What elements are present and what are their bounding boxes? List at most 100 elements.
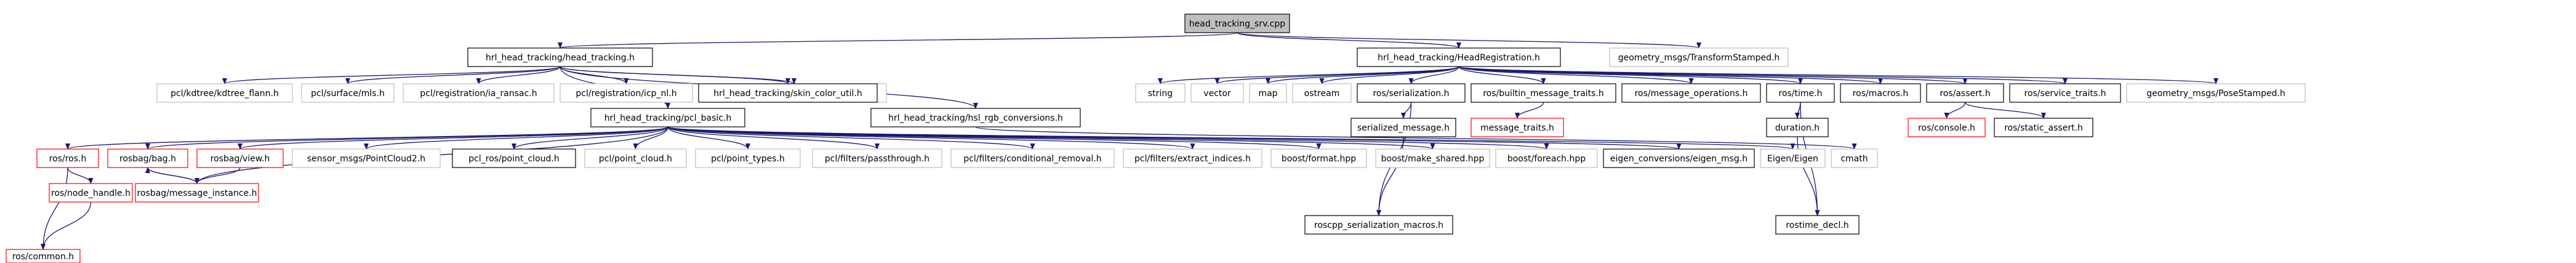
node-pcl-pc[interactable]: pcl/point_cloud.h: [584, 148, 687, 168]
node-root[interactable]: head_tracking_srv.cpp: [1184, 14, 1290, 33]
node-box: [1908, 118, 1986, 137]
node-box: [1123, 148, 1262, 168]
node-box: [49, 183, 133, 203]
node-label: pcl/kdtree/kdtree_flann.h: [171, 89, 279, 99]
node-passthrough[interactable]: pcl/filters/passthrough.h: [812, 148, 942, 168]
node-eigen-conv[interactable]: eigen_conversions/eigen_msg.h: [1603, 148, 1755, 168]
node-head-tracking[interactable]: hrl_head_tracking/head_tracking.h: [467, 47, 653, 67]
node-make-shared[interactable]: boost/make_shared.hpp: [1375, 148, 1490, 168]
edge-head-tracking-to-kdtree: [222, 66, 561, 84]
node-builtin-traits[interactable]: ros/builtin_message_traits.h: [1471, 83, 1616, 103]
node-msg-instance[interactable]: rosbag/message_instance.h: [135, 183, 259, 203]
node-eigen[interactable]: Eigen/Eigen: [1760, 148, 1826, 168]
node-box: [301, 83, 395, 103]
node-static-assert[interactable]: ros/static_assert.h: [1994, 118, 2093, 137]
node-label: rostime_decl.h: [1786, 221, 1848, 230]
edge-head-registration-to-ostream: [1319, 66, 1459, 84]
node-duration[interactable]: duration.h: [1766, 118, 1829, 137]
node-label: pcl/point_cloud.h: [599, 154, 672, 164]
node-label: hrl_head_tracking/HeadRegistration.h: [1378, 53, 1540, 63]
node-transform-stamped[interactable]: geometry_msgs/TransformStamped.h: [1609, 47, 1789, 67]
node-box: [1775, 215, 1860, 235]
node-boost-format[interactable]: boost/format.hpp: [1270, 148, 1367, 168]
node-pcl-pt[interactable]: pcl/point_types.h: [695, 148, 801, 168]
edge-head-tracking-to-ia-ransac: [476, 66, 561, 84]
node-pcl-ros-pc[interactable]: pcl_ros/point_cloud.h: [452, 148, 576, 168]
node-service-traits[interactable]: ros/service_traits.h: [2009, 83, 2121, 103]
edges-layer: [41, 32, 2218, 250]
edge-head-registration-to-vector: [1214, 66, 1459, 84]
node-ia-ransac[interactable]: pcl/registration/ia_ransac.h: [403, 83, 555, 103]
node-mls[interactable]: pcl/surface/mls.h: [301, 83, 395, 103]
node-cond-removal[interactable]: pcl/filters/conditional_removal.h: [950, 148, 1115, 168]
nodes-layer: head_tracking_srv.cpp hrl_head_tracking/h…: [6, 14, 2306, 263]
node-label: ros/static_assert.h: [2004, 123, 2083, 133]
node-node-handle[interactable]: ros/node_handle.h: [49, 183, 133, 203]
node-label: Eigen/Eigen: [1767, 154, 1818, 164]
node-cmath[interactable]: cmath: [1831, 148, 1878, 168]
edge-hsl-rgb-to-cmath: [975, 126, 1856, 150]
node-hsl-rgb[interactable]: hrl_head_tracking/hsl_rgb_conversions.h: [870, 108, 1081, 127]
node-label: string: [1148, 89, 1173, 99]
node-label: pcl/filters/passthrough.h: [825, 154, 929, 164]
node-pcl-basic[interactable]: hrl_head_tracking/pcl_basic.h: [590, 108, 745, 127]
node-ros-serialization[interactable]: ros/serialization.h: [1357, 83, 1466, 103]
node-vector[interactable]: vector: [1190, 83, 1244, 103]
node-ostream[interactable]: ostream: [1292, 83, 1352, 103]
node-serialized-message[interactable]: serialized_message.h: [1350, 118, 1456, 137]
node-rostime-decl[interactable]: rostime_decl.h: [1775, 215, 1860, 235]
node-label: rosbag/message_instance.h: [137, 188, 257, 198]
node-icp-nl[interactable]: pcl/registration/icp_nl.h: [560, 83, 693, 103]
node-ros-time[interactable]: ros/time.h: [1766, 83, 1835, 103]
node-label: boost/foreach.hpp: [1507, 154, 1586, 164]
node-box: [1270, 148, 1367, 168]
node-message-operations[interactable]: ros/message_operations.h: [1621, 83, 1761, 103]
edge-head-registration-to-ros-assert: [1458, 66, 1967, 84]
node-rosbag-bag[interactable]: rosbag/bag.h: [107, 148, 188, 168]
node-map[interactable]: map: [1249, 83, 1287, 103]
node-pose-stamped[interactable]: geometry_msgs/PoseStamped.h: [2126, 83, 2306, 103]
node-box: [1609, 47, 1789, 67]
node-label: pcl_ros/point_cloud.h: [468, 154, 559, 164]
node-skin-color[interactable]: hrl_head_tracking/skin_color_util.h: [698, 83, 878, 103]
node-ros-common[interactable]: ros/common.h: [6, 249, 81, 263]
edge-head-registration-to-service-traits: [1458, 66, 2068, 84]
edge-root-to-transform-stamped: [1237, 32, 1701, 49]
edge-ros-assert-to-ros-console: [1944, 102, 1966, 119]
node-ser-macros[interactable]: roscpp_serialization_macros.h: [1304, 215, 1453, 235]
node-message-traits[interactable]: message_traits.h: [1471, 118, 1564, 137]
edge-pcl-basic-to-make-shared: [667, 126, 1435, 150]
node-string[interactable]: string: [1135, 83, 1186, 103]
node-extract-indices[interactable]: pcl/filters/extract_indices.h: [1123, 148, 1262, 168]
node-ros-ros[interactable]: ros/ros.h: [36, 148, 99, 168]
edge-head-registration-to-builtin-traits: [1458, 66, 1546, 84]
node-box: [156, 83, 293, 103]
node-box: [1994, 118, 2093, 137]
node-boost-foreach[interactable]: boost/foreach.hpp: [1495, 148, 1598, 168]
node-box: [1495, 148, 1598, 168]
node-label: hrl_head_tracking/skin_color_util.h: [713, 89, 862, 99]
node-box: [1350, 118, 1456, 137]
node-pointcloud2[interactable]: sensor_msgs/PointCloud2.h: [292, 148, 441, 168]
node-label: boost/format.hpp: [1282, 154, 1356, 164]
node-box: [1357, 83, 1466, 103]
node-label: rosbag/bag.h: [119, 154, 176, 164]
edge-msg-instance-to-rosbag-bag: [145, 167, 198, 184]
node-label: hrl_head_tracking/head_tracking.h: [486, 53, 635, 63]
node-kdtree[interactable]: pcl/kdtree/kdtree_flann.h: [156, 83, 293, 103]
node-label: pcl/registration/ia_ransac.h: [420, 89, 537, 99]
node-label: ros/service_traits.h: [2024, 89, 2106, 99]
node-label: sensor_msgs/PointCloud2.h: [307, 154, 425, 164]
node-ros-macros[interactable]: ros/macros.h: [1840, 83, 1921, 103]
node-ros-console[interactable]: ros/console.h: [1908, 118, 1986, 137]
node-box: [1292, 83, 1352, 103]
edge-head-registration-to-message-operations: [1458, 66, 1694, 84]
node-head-registration[interactable]: hrl_head_tracking/HeadRegistration.h: [1357, 47, 1561, 67]
node-label: geometry_msgs/TransformStamped.h: [1618, 53, 1780, 63]
edge-ros-time-to-duration: [1795, 102, 1801, 119]
node-ros-assert[interactable]: ros/assert.h: [1926, 83, 2004, 103]
edge-pcl-basic-to-rosbag-view: [238, 126, 668, 150]
node-label: pcl/registration/icp_nl.h: [576, 89, 676, 99]
node-label: cmath: [1840, 154, 1868, 164]
node-rosbag-view[interactable]: rosbag/view.h: [196, 148, 284, 168]
